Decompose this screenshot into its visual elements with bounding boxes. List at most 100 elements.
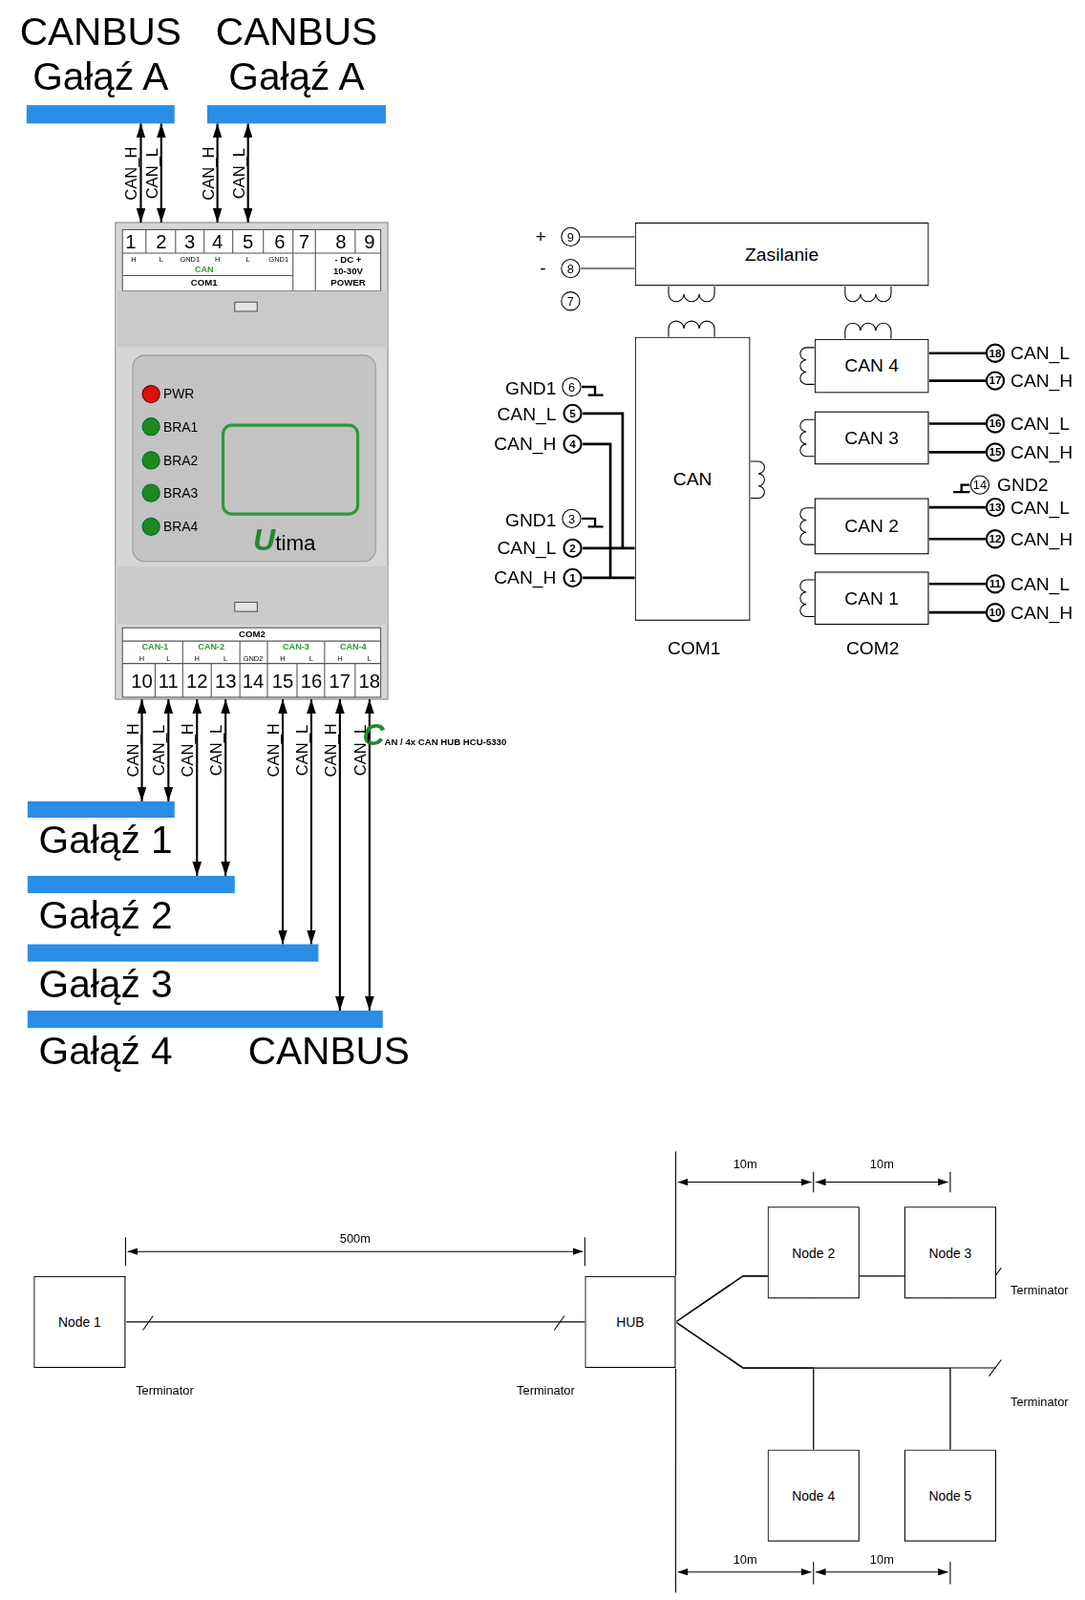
pin-name: L bbox=[159, 255, 164, 263]
circuit-block: CAN bbox=[635, 337, 751, 621]
terminal-number: 6 bbox=[274, 232, 285, 252]
pin-name: H bbox=[194, 655, 200, 662]
port-name: CAN-1 bbox=[142, 642, 170, 652]
pin-number: 16 bbox=[985, 413, 1005, 433]
signal-arrow bbox=[167, 699, 170, 802]
terminal-label: POWER bbox=[330, 277, 365, 288]
port-name: CAN-3 bbox=[282, 642, 310, 652]
bus-line bbox=[675, 1321, 813, 1450]
pin-number: 18 bbox=[985, 343, 1005, 363]
terminator-label: Terminator bbox=[1010, 1283, 1069, 1297]
signal-arrow bbox=[195, 699, 198, 876]
signal-arrow bbox=[339, 699, 341, 1011]
led-label: BRA4 bbox=[163, 519, 198, 533]
dimension-label: 10m bbox=[733, 1553, 758, 1567]
node-text: Zasilanie bbox=[744, 243, 819, 265]
network-dimensions bbox=[125, 1150, 1001, 1593]
terminal-number: 3 bbox=[184, 232, 195, 252]
node-text: CAN 2 bbox=[844, 515, 899, 537]
led-label: PWR bbox=[163, 387, 194, 402]
terminal-number: 2 bbox=[155, 232, 167, 252]
bus-line bbox=[125, 1320, 585, 1322]
network-node: Node 5 bbox=[904, 1449, 997, 1542]
signal-name: CAN_H bbox=[179, 723, 196, 777]
node-text: Node 5 bbox=[929, 1488, 973, 1504]
terminal-number: 15 bbox=[272, 671, 295, 691]
signal-name: CAN_L bbox=[150, 724, 168, 776]
hub-housing bbox=[115, 222, 388, 700]
signal-name: CAN_H bbox=[493, 434, 556, 453]
signal-name: CAN_H bbox=[199, 147, 216, 201]
signal-name: CAN_L bbox=[1010, 343, 1070, 362]
signal-name: CAN_H bbox=[265, 723, 282, 777]
dimension-label: 10m bbox=[870, 1157, 894, 1171]
pin-number: 10 bbox=[985, 602, 1005, 622]
signal-name: GND2 bbox=[997, 475, 1048, 494]
signal-name: CAN_L bbox=[1010, 574, 1070, 594]
dimension-label: 10m bbox=[870, 1553, 894, 1567]
port-name: CAN-2 bbox=[197, 642, 225, 652]
bus-line bbox=[675, 1321, 950, 1450]
bus-bar: CANBUS Gałąź A bbox=[207, 105, 386, 124]
terminal-number: 16 bbox=[300, 671, 323, 691]
signal-arrow bbox=[224, 699, 227, 876]
terminal-number: 18 bbox=[359, 671, 382, 691]
led-label: BRA3 bbox=[163, 486, 198, 500]
signal-arrow bbox=[160, 123, 163, 223]
node-text: CAN 3 bbox=[844, 426, 899, 448]
node-text: Utima bbox=[253, 524, 317, 558]
signal-name: + bbox=[535, 227, 547, 246]
signal-name: CAN_L bbox=[1010, 498, 1070, 517]
signal-name: CAN_L bbox=[294, 724, 311, 776]
dimension-label: 500m bbox=[340, 1232, 371, 1245]
node-text: HUB bbox=[616, 1314, 644, 1330]
signal-name: CAN_L bbox=[208, 724, 225, 776]
terminal-number: 10 bbox=[130, 671, 153, 691]
pin-number: 7 bbox=[560, 291, 580, 311]
pin-name: GND1 bbox=[268, 255, 289, 263]
device-label-box: CAN / 4x CAN HUB HCU-5330 bbox=[221, 423, 360, 515]
pin-name: L bbox=[309, 655, 314, 662]
pin-number: 4 bbox=[562, 434, 582, 454]
terminal-number: 12 bbox=[186, 671, 209, 691]
bus-bar: Gałąź 2 bbox=[27, 875, 235, 894]
pin-number: 1 bbox=[562, 568, 582, 588]
signal-name: CAN_L bbox=[230, 148, 247, 199]
signal-name: COM1 bbox=[667, 638, 722, 658]
signal-name: CAN_H bbox=[493, 568, 556, 587]
pin-number: 11 bbox=[985, 574, 1005, 594]
pin-number: 3 bbox=[561, 509, 581, 529]
pin-number: 8 bbox=[560, 258, 580, 278]
pin-name: H bbox=[337, 655, 342, 662]
signal-name: - bbox=[539, 258, 546, 277]
signal-name: GND1 bbox=[505, 378, 556, 397]
node-text: CANBUS Gałąź A bbox=[3, 9, 198, 100]
signal-name: CAN_L bbox=[143, 148, 160, 199]
pin-number: 14 bbox=[970, 474, 990, 494]
signal-name: CAN_H bbox=[1010, 530, 1073, 549]
terminal-number: 1 bbox=[125, 232, 136, 252]
terminal-number: 17 bbox=[329, 671, 352, 691]
terminal-label: COM2 bbox=[238, 630, 266, 640]
node-text: CAN 1 bbox=[844, 587, 899, 609]
pin-name: L bbox=[223, 655, 228, 662]
pin-name: L bbox=[367, 655, 372, 662]
terminal-number: 14 bbox=[242, 671, 265, 691]
pin-number: 15 bbox=[985, 442, 1005, 462]
node-text: Gałąź 4 bbox=[39, 1027, 173, 1073]
signal-arrow bbox=[310, 699, 313, 944]
terminal-label: COM1 bbox=[191, 277, 218, 288]
node-text: Gałąź 3 bbox=[39, 961, 173, 1007]
node-text: CAN / 4x CAN HUB HCU-5330 bbox=[361, 728, 438, 748]
network-node: Node 3 bbox=[904, 1206, 997, 1298]
terminal-number: 9 bbox=[363, 232, 375, 252]
signal-arrow bbox=[247, 123, 250, 223]
pin-number: 9 bbox=[560, 227, 580, 247]
node-text: CAN 4 bbox=[844, 355, 899, 377]
pin-number: 12 bbox=[985, 529, 1005, 549]
pin-name: GND2 bbox=[243, 655, 264, 662]
bus-bar: Gałąź 1 bbox=[27, 801, 175, 818]
pin-number: 2 bbox=[562, 538, 582, 558]
bus-bar: Gałąź 4 bbox=[27, 1010, 383, 1028]
bus-name: CANBUS bbox=[248, 1027, 410, 1073]
